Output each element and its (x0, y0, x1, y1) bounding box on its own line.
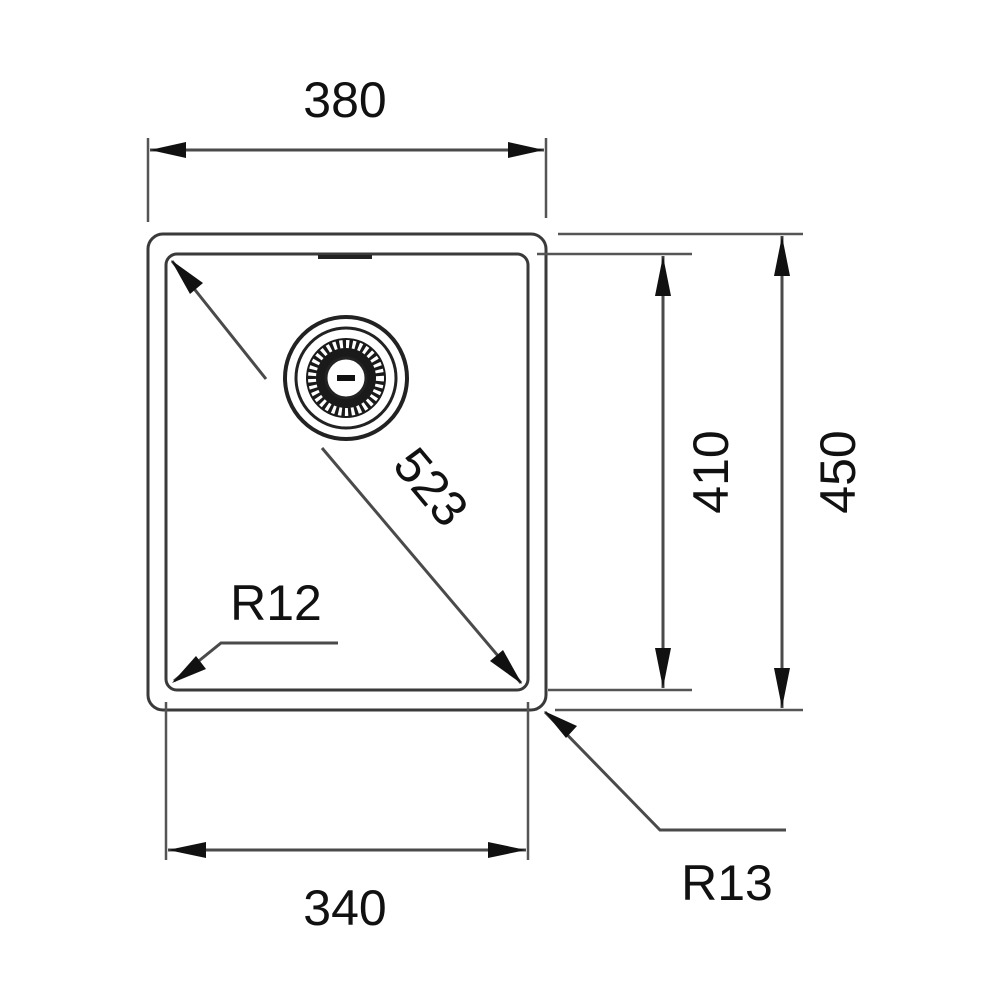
sink-outer-outline (146, 232, 548, 712)
bowl-inner-outline (164, 252, 530, 692)
dimension-inner-radius: R12 (172, 575, 338, 683)
label-outer-width: 380 (303, 72, 386, 128)
label-inner-radius: R12 (230, 575, 322, 631)
dimension-outer-depth: 450 (555, 232, 866, 712)
label-outer-radius: R13 (681, 855, 773, 911)
drain-strainer-icon (283, 315, 409, 441)
label-outer-depth: 450 (810, 430, 866, 513)
dimension-diagonal: 523 (170, 260, 523, 684)
dimension-outer-width: 380 (146, 72, 548, 222)
dimension-inner-width: 340 (164, 702, 530, 936)
dimension-inner-depth: 410 (537, 252, 739, 692)
label-inner-width: 340 (303, 880, 386, 936)
label-inner-depth: 410 (683, 430, 739, 513)
dimension-outer-radius: R13 (543, 710, 786, 911)
label-diagonal: 523 (383, 437, 480, 537)
